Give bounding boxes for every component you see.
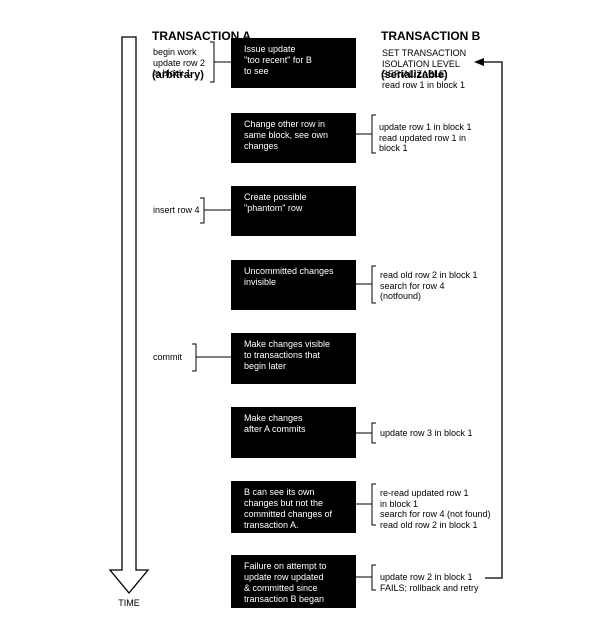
transaction-a-header: TRANSACTION A (arbitrary) (152, 4, 251, 95)
transaction-a-title: TRANSACTION A (152, 29, 251, 43)
b-note-read-old-row: read old row 2 in block 1 search for row… (380, 270, 478, 301)
b-bracket-8 (356, 564, 376, 591)
b-note-reread: re-read updated row 1 in block 1 search … (380, 488, 491, 530)
transaction-b-header: TRANSACTION B (serializable) (381, 4, 480, 95)
a-bracket-commit (192, 343, 231, 372)
retry-arrow (482, 61, 503, 579)
b-bracket-2 (356, 114, 376, 154)
step-box-4: Uncommitted changes invisible (231, 260, 356, 310)
step-box-7: B can see its own changes but not the co… (231, 481, 356, 533)
step-box-6: Make changes after A commits (231, 407, 356, 458)
a-bracket-insert (200, 197, 231, 224)
a-note-commit: commit (153, 352, 182, 362)
b-bracket-7 (356, 483, 376, 526)
retry-arrow-head (474, 58, 484, 66)
a-bracket-begin (210, 41, 231, 83)
transaction-b-subtitle: (serializable) (381, 69, 448, 81)
transaction-a-subtitle: (arbitrary) (152, 69, 204, 81)
b-note-update-row-3: update row 3 in block 1 (380, 428, 473, 438)
step-box-8: Failure on attempt to update row updated… (231, 555, 356, 608)
time-arrow (108, 36, 150, 595)
step-box-2: Change other row in same block, see own … (231, 113, 356, 163)
time-label: TIME (118, 598, 140, 608)
step-box-1: Issue update "too recent" for B to see (231, 38, 356, 88)
a-note-insert-row: insert row 4 (153, 205, 200, 215)
step-box-3: Create possible "phantom" row (231, 186, 356, 236)
b-bracket-6 (356, 422, 376, 444)
step-box-5: Make changes visible to transactions tha… (231, 333, 356, 384)
a-note-begin-work: begin work update row 2 in block 1 (153, 47, 206, 78)
transaction-b-title: TRANSACTION B (381, 29, 481, 43)
b-note-failure: update row 2 in block 1 FAILS; rollback … (380, 572, 479, 593)
b-note-set-transaction: SET TRANSACTION ISOLATION LEVEL SERIALIZ… (382, 48, 467, 90)
b-bracket-4 (356, 265, 376, 304)
b-note-update-row-1: update row 1 in block 1 read updated row… (379, 122, 472, 153)
